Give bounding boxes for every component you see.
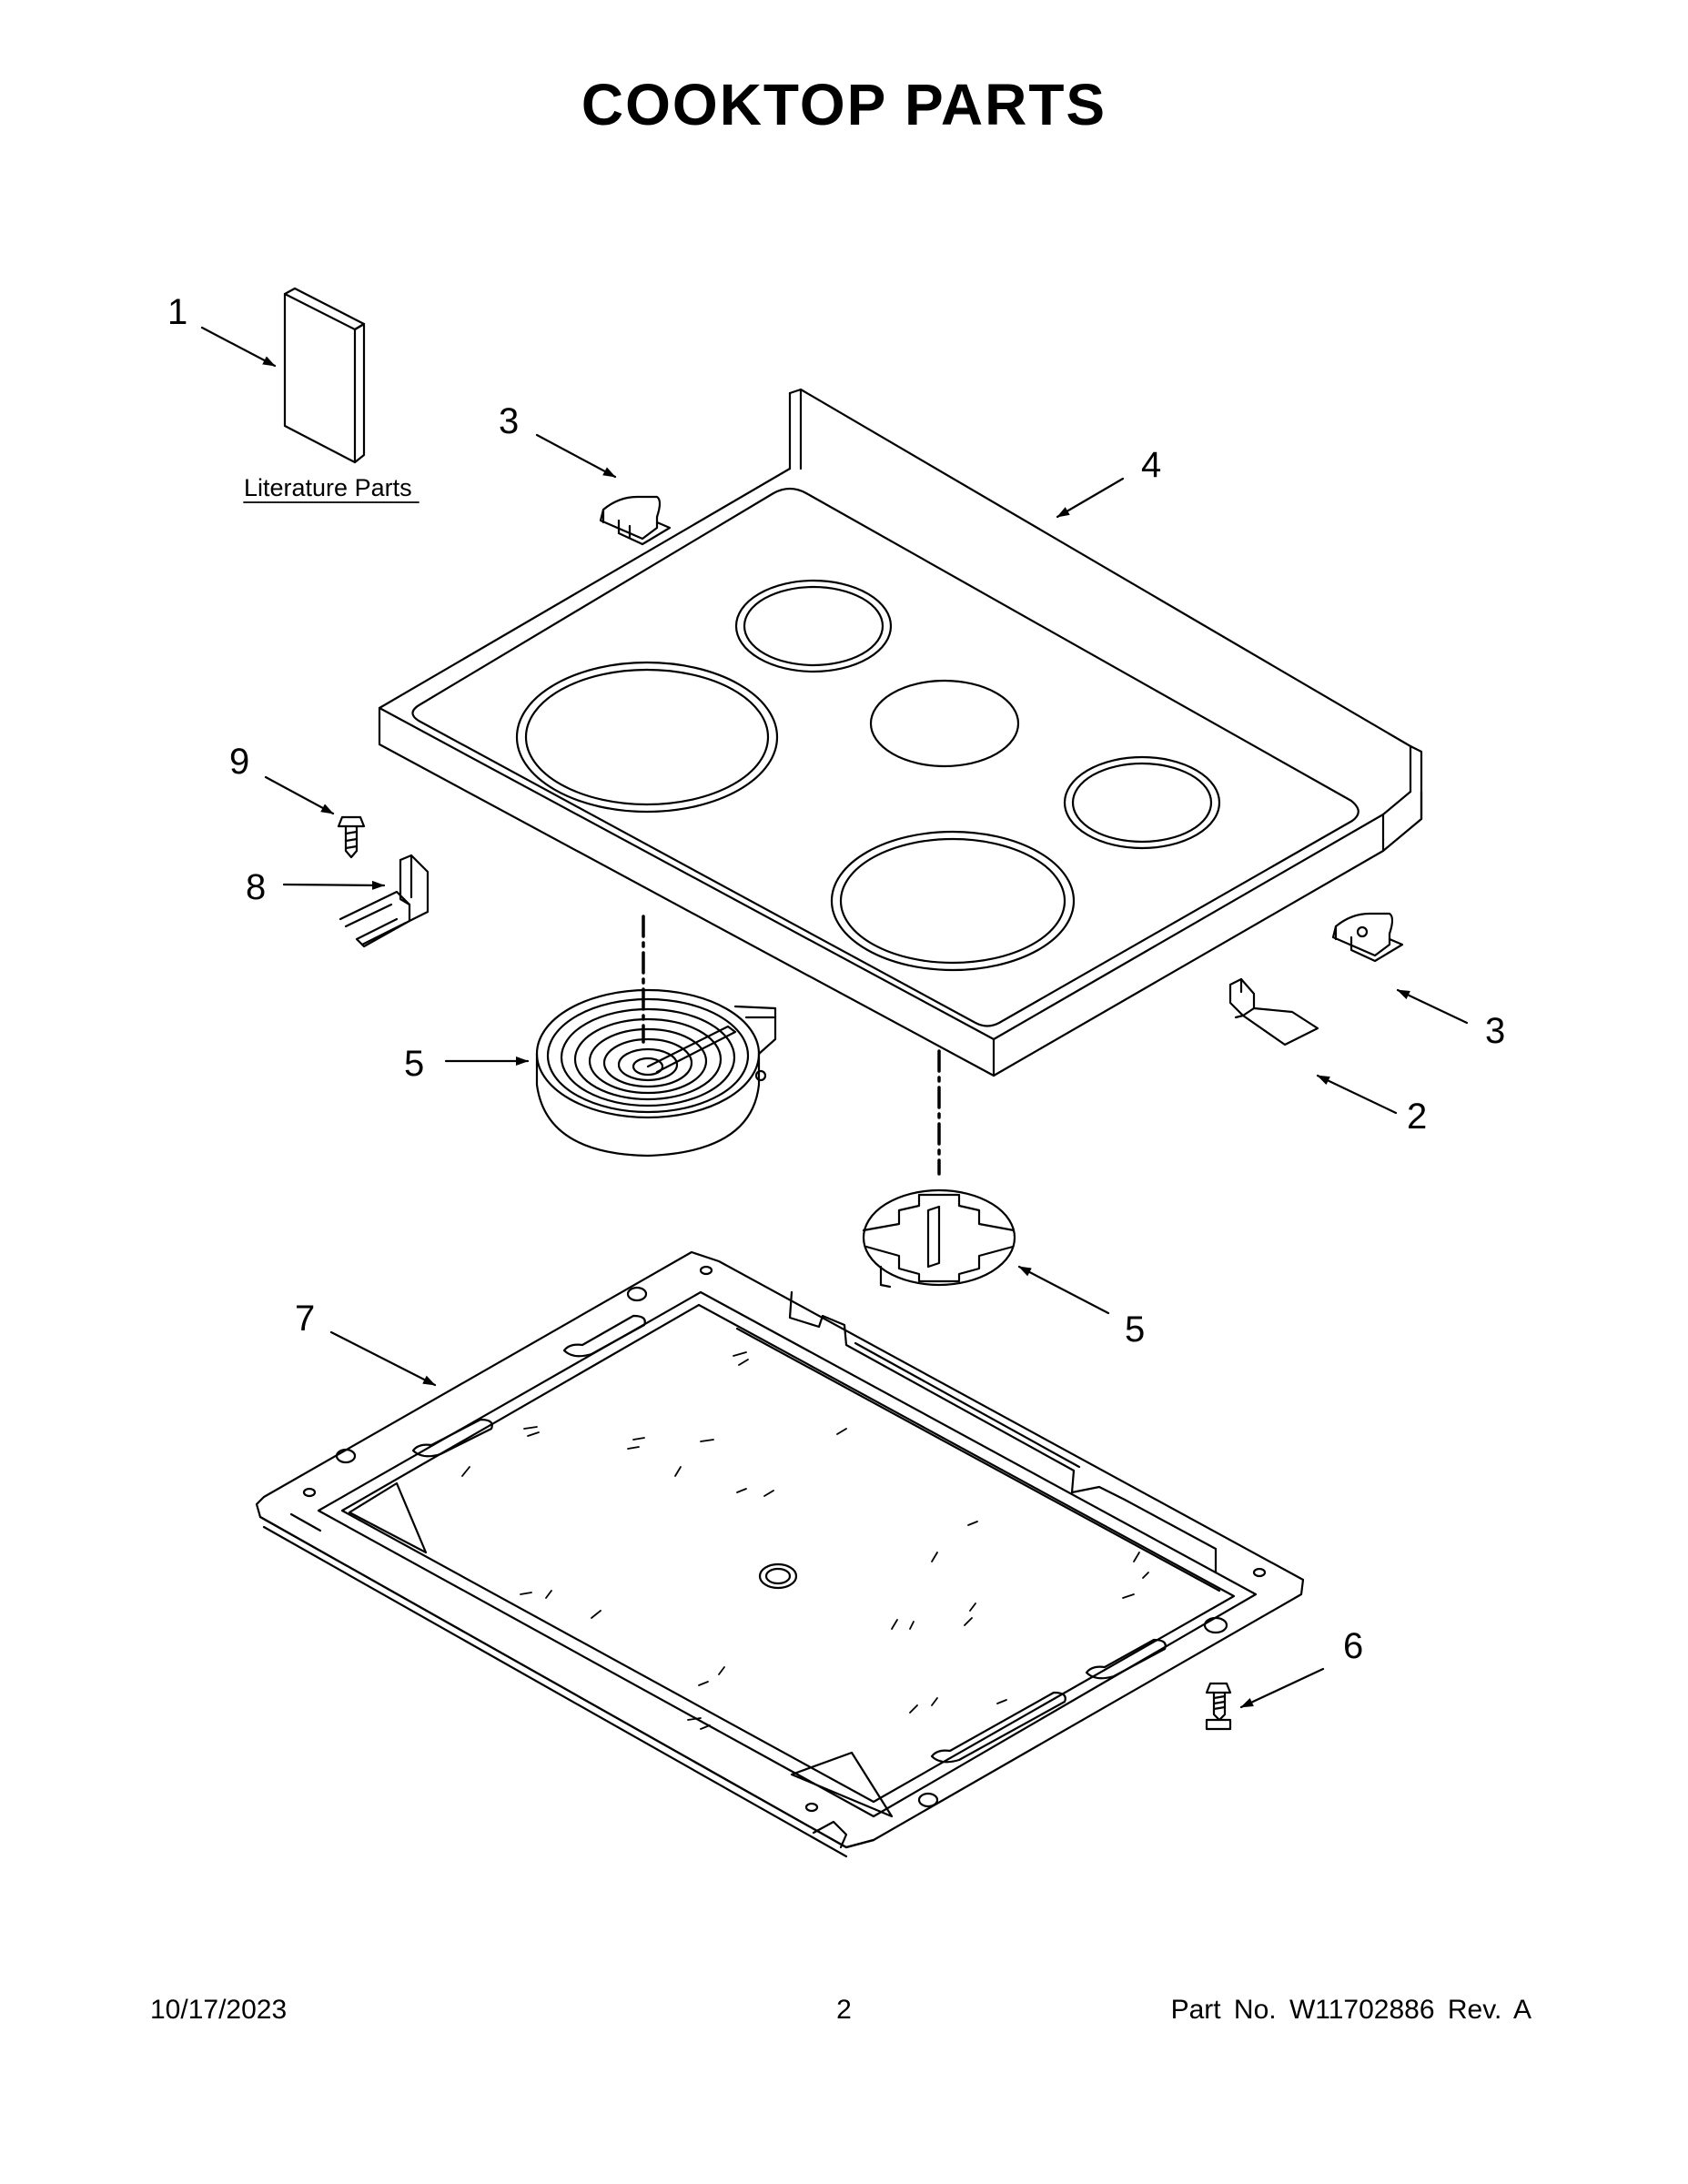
leader-4 xyxy=(1056,477,1125,519)
page-title: COOKTOP PARTS xyxy=(581,72,1107,137)
callout-3-upper: 3 xyxy=(499,401,519,441)
literature-parts-booklet xyxy=(283,287,366,464)
mounting-clip xyxy=(1228,977,1319,1046)
leader-9 xyxy=(264,775,335,815)
leader-7 xyxy=(329,1330,437,1387)
callout-leader-arrows xyxy=(200,326,1469,1709)
leader-3a xyxy=(535,433,617,479)
callout-5-right: 5 xyxy=(1125,1309,1145,1350)
callout-1: 1 xyxy=(167,292,187,332)
footer-page-number: 2 xyxy=(836,1995,852,2025)
leader-1 xyxy=(200,326,277,368)
screw-upper xyxy=(337,815,366,859)
literature-parts-label: Literature Parts xyxy=(244,474,412,501)
callout-4: 4 xyxy=(1141,445,1161,485)
callout-9: 9 xyxy=(229,742,249,782)
callout-6: 6 xyxy=(1343,1626,1363,1666)
callout-2: 2 xyxy=(1407,1097,1427,1137)
radiant-surface-element xyxy=(535,988,777,1158)
leader-3b xyxy=(1396,988,1469,1025)
bracket-side xyxy=(339,854,430,948)
bracket-hinge-upper xyxy=(599,495,672,546)
burner-box-base-pan xyxy=(255,1250,1305,1858)
bracket-hinge-right xyxy=(1331,912,1404,963)
cooktop-main-top xyxy=(378,388,1423,1077)
callout-3-right: 3 xyxy=(1485,1011,1505,1051)
element-support-bracket xyxy=(862,1188,1016,1289)
leader-6 xyxy=(1239,1667,1325,1709)
cooktop-burner-rings xyxy=(515,579,1221,972)
leader-5b xyxy=(1017,1265,1110,1315)
screw-lower xyxy=(1205,1682,1232,1731)
callout-8: 8 xyxy=(246,867,266,907)
leader-2 xyxy=(1316,1074,1398,1115)
callout-5-left: 5 xyxy=(404,1044,424,1084)
alignment-dashed-lines xyxy=(642,915,941,1176)
footer-date: 10/17/2023 xyxy=(150,1995,288,2025)
callout-7: 7 xyxy=(295,1299,315,1339)
footer-part-number: Part No. W11702886 Rev. A xyxy=(1170,1995,1531,2025)
